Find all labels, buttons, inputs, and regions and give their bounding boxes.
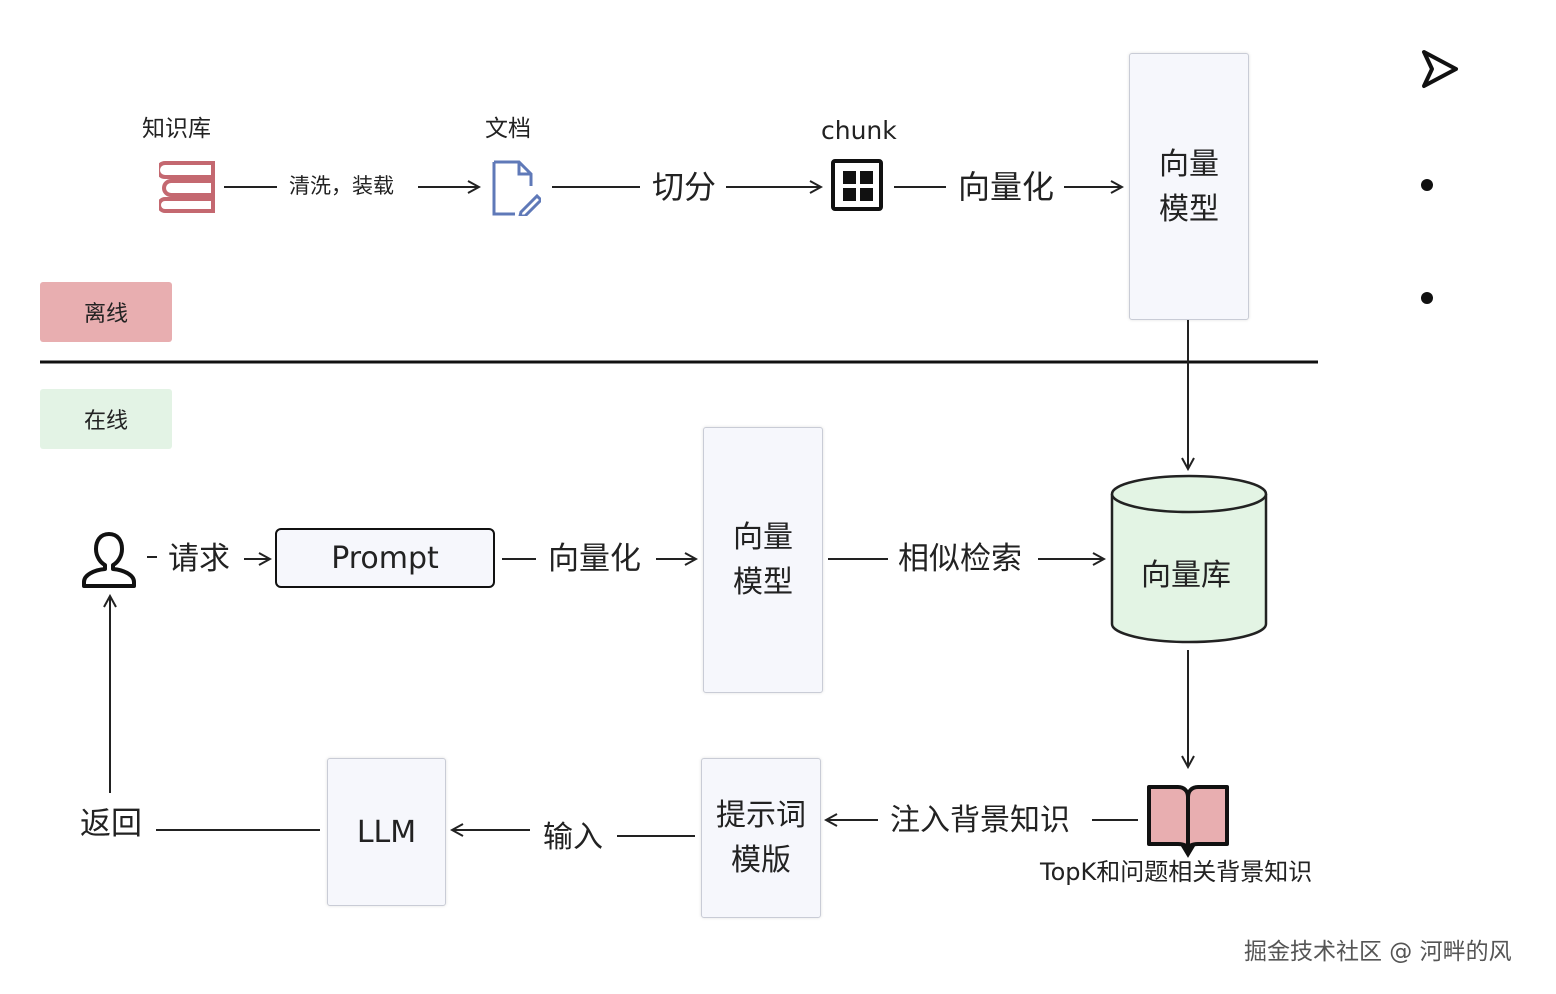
inject-knowledge-label: 注入背景知识 [890, 803, 1070, 838]
vector-db-label: 向量库 [1141, 558, 1231, 593]
embedding-model-line2: 模型 [1159, 191, 1219, 227]
online-section-tag: 在线 [40, 389, 172, 449]
prompt-template-line1: 提示词 [716, 798, 806, 833]
knowledge-base-label: 知识库 [142, 116, 211, 142]
prompt-template-line2: 模版 [731, 843, 791, 878]
document-icon [491, 160, 544, 220]
split-label: 切分 [652, 168, 717, 206]
embedding-model-box-offline: 向量 模型 [1129, 53, 1249, 320]
vector-db-cylinder [1110, 474, 1268, 650]
watermark-text: 掘金技术社区 @ 河畔的风 [1244, 939, 1512, 965]
grid-icon [831, 159, 883, 211]
embedding-model-box-online: 向量 模型 [703, 427, 823, 693]
vectorize-label-online: 向量化 [548, 541, 641, 577]
embedding-model-line1: 向量 [1159, 146, 1219, 182]
clean-load-label: 清洗，装载 [289, 174, 394, 198]
send-icon [1421, 49, 1459, 93]
prompt-template-box: 提示词 模版 [701, 758, 821, 918]
embedding-model-line1: 向量 [733, 520, 793, 555]
knowledge-base-icon [156, 161, 217, 217]
book-icon [1146, 784, 1230, 862]
similarity-search-label: 相似检索 [898, 541, 1022, 577]
bullet-dot-icon [1421, 179, 1433, 191]
offline-section-tag: 离线 [40, 282, 172, 342]
chunk-label: chunk [821, 116, 897, 145]
prompt-box: Prompt [275, 528, 495, 588]
embedding-model-line2: 模型 [733, 565, 793, 600]
request-label: 请求 [168, 541, 230, 577]
llm-box: LLM [327, 758, 446, 906]
return-label: 返回 [80, 806, 142, 842]
document-label: 文档 [485, 116, 531, 142]
user-icon [80, 530, 138, 592]
vectorize-label-offline: 向量化 [958, 168, 1055, 206]
topk-caption: TopK和问题相关背景知识 [1040, 858, 1313, 886]
input-label: 输入 [543, 820, 603, 855]
llm-label: LLM [356, 814, 417, 850]
bullet-dot-icon [1421, 292, 1433, 304]
